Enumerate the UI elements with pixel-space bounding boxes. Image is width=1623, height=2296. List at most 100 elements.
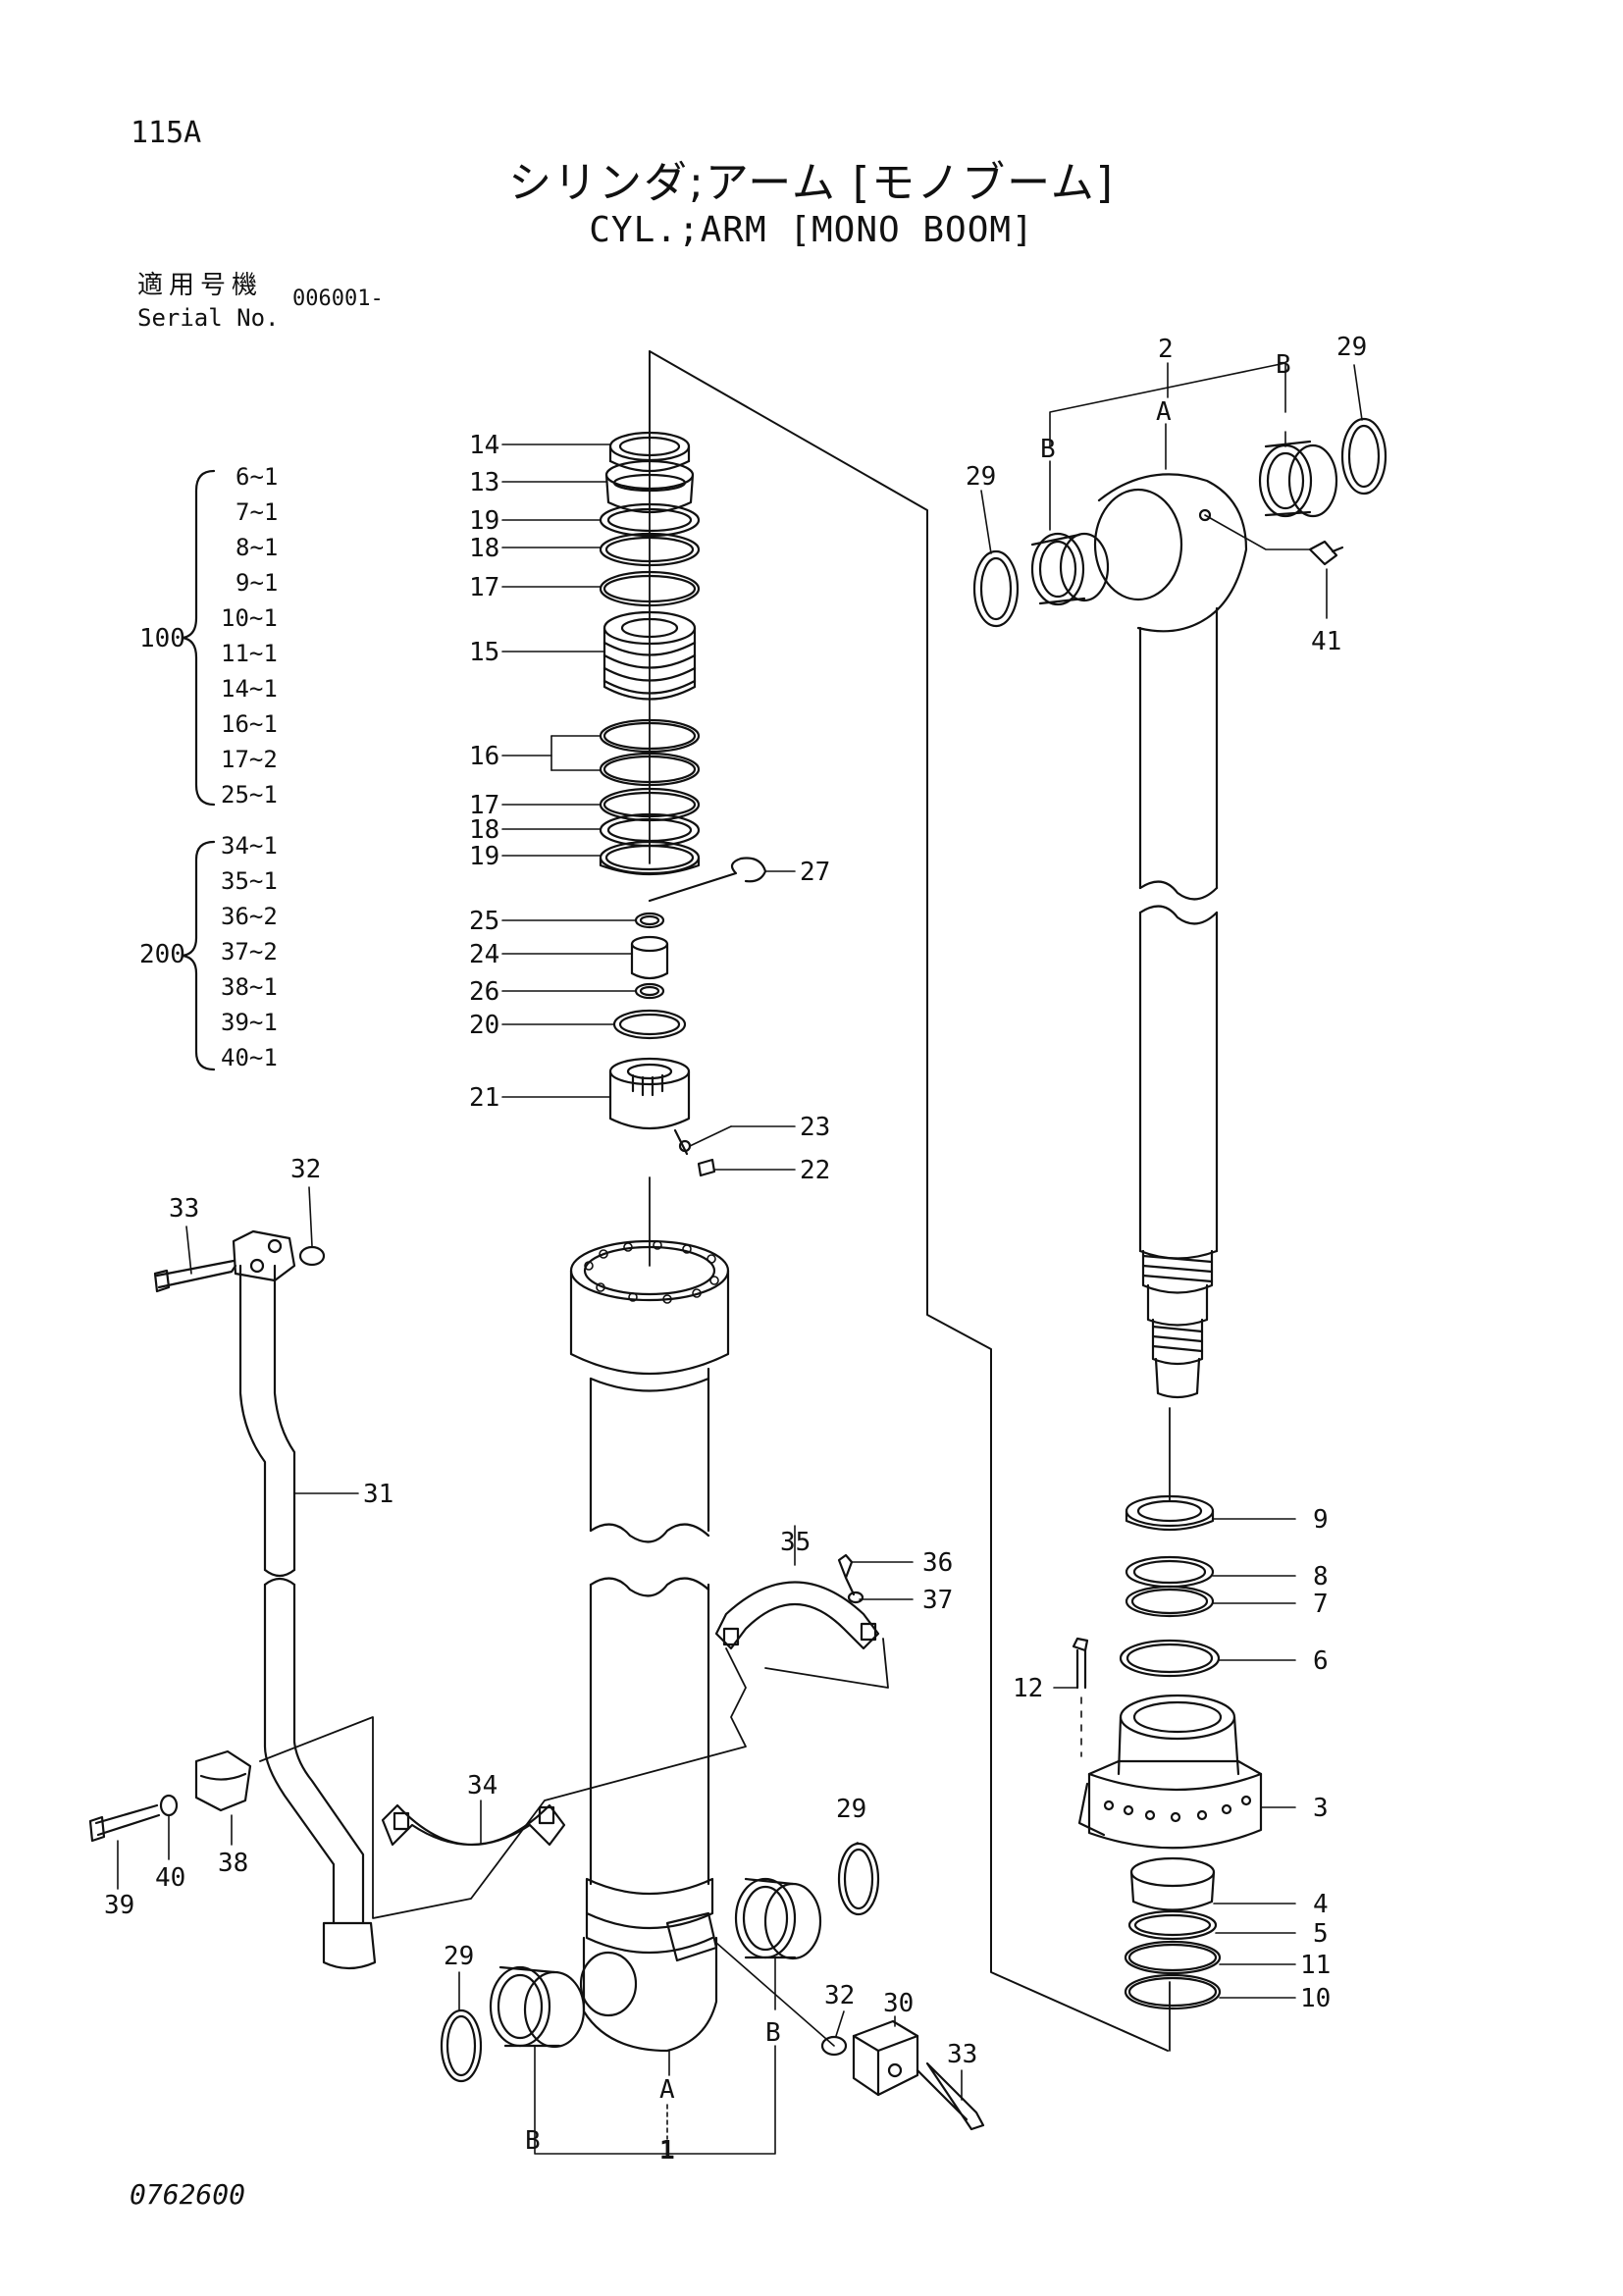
rings-11-10 xyxy=(1124,1940,1222,2010)
kit-item: 25~1 xyxy=(221,781,278,809)
callout-19: 19 xyxy=(469,506,499,536)
holder-38 xyxy=(194,1749,252,1812)
o-ring-32-top xyxy=(298,1245,326,1267)
assembly-boundary-line xyxy=(649,350,1169,2052)
callout-17: 17 xyxy=(469,791,499,820)
callout-13: 13 xyxy=(469,468,499,497)
clamp-34 xyxy=(381,1803,566,1847)
kit-item: 38~1 xyxy=(221,973,278,1001)
kit-group-200-brace xyxy=(181,840,216,1071)
kit-item: 7~1 xyxy=(236,498,279,526)
callout-12: 12 xyxy=(1013,1674,1043,1703)
bolt-33-top xyxy=(153,1259,237,1293)
callout-16: 16 xyxy=(469,742,499,771)
serial-label-english: Serial No. xyxy=(137,304,280,332)
piston-rod xyxy=(1138,606,1219,1399)
o-ring-25 xyxy=(634,912,665,929)
callout-31: 31 xyxy=(363,1480,393,1509)
bolt-12 xyxy=(1072,1637,1089,1757)
bolt-33-bottom xyxy=(916,2061,985,2131)
callout-A: A xyxy=(659,2075,675,2105)
callout-37: 37 xyxy=(922,1586,953,1615)
seal-29-right xyxy=(837,1842,880,1916)
callout-29: 29 xyxy=(966,462,996,492)
callout-29: 29 xyxy=(444,1942,474,1971)
callout-27: 27 xyxy=(800,858,830,887)
callout-A: A xyxy=(1156,397,1172,427)
callout-11: 11 xyxy=(1300,1951,1331,1980)
kit-item: 10~1 xyxy=(221,604,278,632)
retaining-pin-27 xyxy=(648,857,767,903)
seal-6 xyxy=(1119,1639,1221,1678)
kit-item: 36~2 xyxy=(221,903,278,930)
kit-item: 40~1 xyxy=(221,1044,278,1071)
callout-B: B xyxy=(1276,350,1291,380)
rings-8-7 xyxy=(1125,1555,1215,1618)
callout-20: 20 xyxy=(469,1011,499,1040)
callout-18: 18 xyxy=(469,815,499,845)
pipe-31 xyxy=(238,1264,377,1970)
kit-group-200-label: 200 xyxy=(139,940,185,969)
callout-36: 36 xyxy=(922,1548,953,1578)
kit-group-100-brace xyxy=(181,469,216,807)
callout-38: 38 xyxy=(218,1849,248,1878)
kit-item: 9~1 xyxy=(236,569,279,597)
flange-block-top xyxy=(232,1229,296,1282)
bolt-holes xyxy=(584,1240,719,1304)
callout-18: 18 xyxy=(469,534,499,563)
callout-25: 25 xyxy=(469,907,499,936)
cylinder-tube-1 xyxy=(569,1239,730,2053)
seal-29-top-right xyxy=(1340,417,1387,496)
callout-1: 1 xyxy=(659,2136,675,2166)
serial-number-range: 006001- xyxy=(292,287,384,311)
kit-item: 34~1 xyxy=(221,832,278,860)
page-number: 115A xyxy=(131,116,202,150)
snap-ring-5 xyxy=(1127,1909,1218,1941)
seal-29-left xyxy=(440,2009,483,2083)
clamp-35 xyxy=(714,1581,880,1650)
kit-item: 14~1 xyxy=(221,675,278,703)
washer-40 xyxy=(159,1794,179,1817)
callout-29: 29 xyxy=(836,1795,866,1824)
callout-26: 26 xyxy=(469,977,499,1007)
rod-eye-2 xyxy=(1093,473,1248,633)
callout-23: 23 xyxy=(800,1113,830,1142)
callout-10: 10 xyxy=(1300,1984,1331,2013)
callout-19: 19 xyxy=(469,842,499,871)
piston-15 xyxy=(602,610,697,701)
serial-label-japanese: 適用号機 xyxy=(137,271,264,300)
callout-14: 14 xyxy=(469,431,499,460)
callout-35: 35 xyxy=(780,1528,811,1557)
callout-4: 4 xyxy=(1313,1890,1329,1919)
callout-22: 22 xyxy=(800,1156,830,1185)
callout-32: 32 xyxy=(824,1981,855,2010)
bushing-B-top-right xyxy=(1258,440,1338,518)
kit-group-100-label: 100 xyxy=(139,624,185,653)
callout-24: 24 xyxy=(469,940,499,969)
callout-leaders xyxy=(117,362,1363,2155)
bushing-B-left xyxy=(489,1965,586,2049)
callout-2: 2 xyxy=(1158,335,1174,364)
callout-32: 32 xyxy=(290,1155,321,1184)
callout-40: 40 xyxy=(155,1863,185,1893)
kit-item: 16~1 xyxy=(221,710,278,738)
callout-6: 6 xyxy=(1313,1646,1329,1676)
callout-30: 30 xyxy=(883,1989,914,2018)
bushing-24 xyxy=(630,935,669,980)
callout-B: B xyxy=(525,2126,541,2156)
callout-B: B xyxy=(1040,435,1056,464)
bushing-B-top-left xyxy=(1030,532,1110,606)
callout-7: 7 xyxy=(1313,1590,1329,1619)
callout-8: 8 xyxy=(1313,1562,1329,1592)
callout-34: 34 xyxy=(467,1771,497,1800)
kit-item: 37~2 xyxy=(221,938,278,965)
title-japanese: シリンダ;アーム [モノブーム] xyxy=(508,158,1115,208)
callout-17: 17 xyxy=(469,573,499,602)
kit-item: 8~1 xyxy=(236,534,279,561)
bolt-36 xyxy=(837,1553,856,1596)
callout-41: 41 xyxy=(1311,627,1341,656)
callout-21: 21 xyxy=(469,1083,499,1113)
callout-5: 5 xyxy=(1313,1919,1329,1949)
callout-39: 39 xyxy=(104,1891,134,1920)
clamp-connector-line xyxy=(259,1647,747,1919)
